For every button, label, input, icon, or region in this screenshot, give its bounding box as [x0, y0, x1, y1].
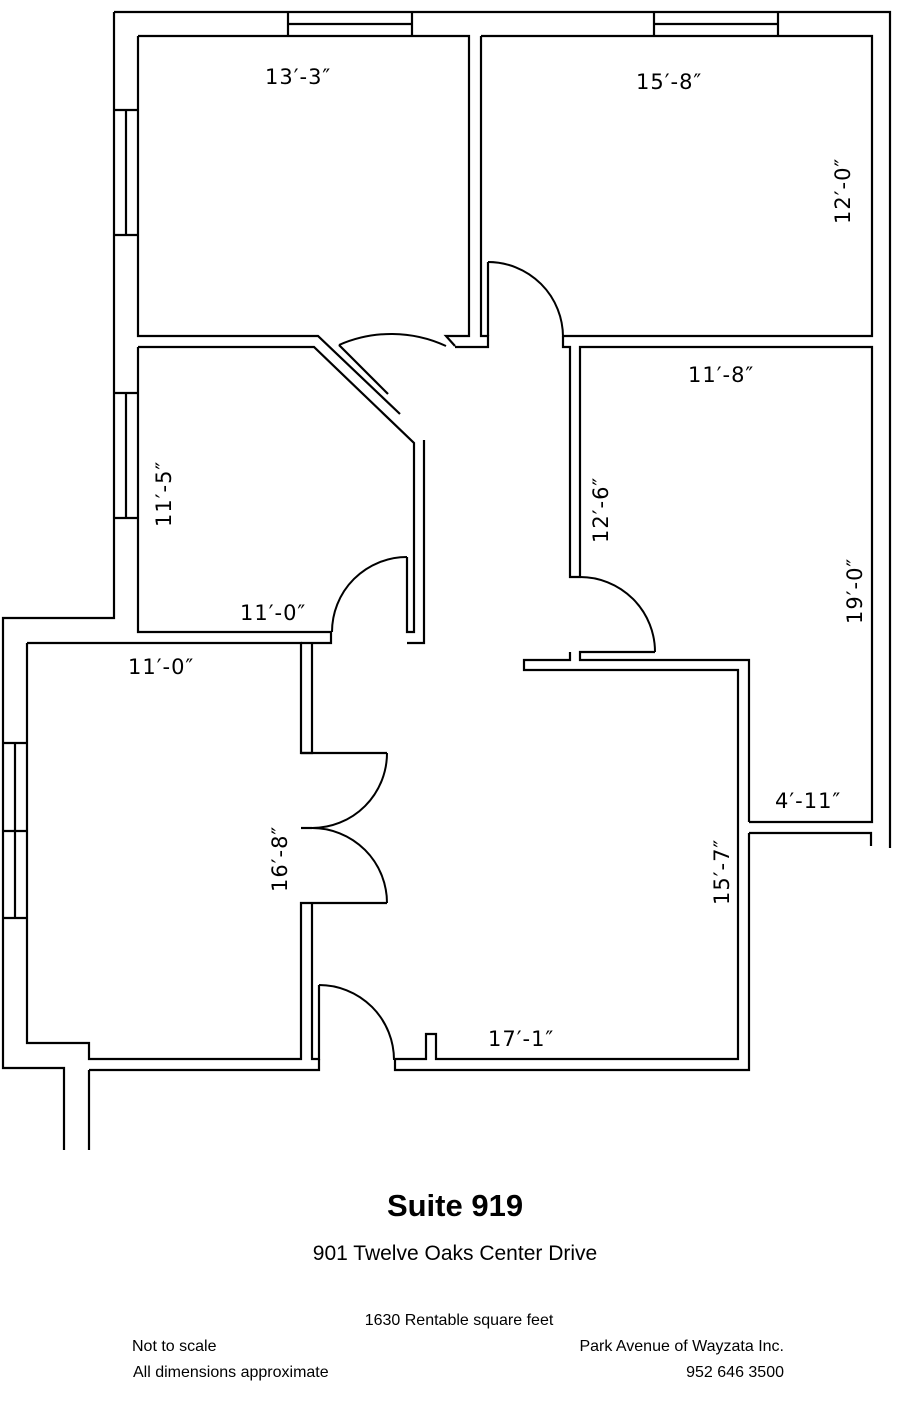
suite-title: Suite 919 — [386, 1188, 524, 1223]
company-name: Park Avenue of Wayzata Inc. — [579, 1338, 784, 1355]
note-dimensions-approximate: All dimensions approximate — [133, 1364, 329, 1381]
room-office-top-right: 15′-8″ 12′-0″ — [455, 34, 874, 349]
dim-mid-left-width: 11′-0″ — [240, 601, 306, 625]
dim-top-right-depth: 12′-0″ — [831, 158, 855, 224]
address: 901 Twelve Oaks Center Drive — [312, 1242, 598, 1265]
room-office-bottom-left: 11′-0″ 16′-8″ — [25, 641, 395, 1150]
exterior-walls — [1, 10, 892, 1150]
room-office-top-left: 13′-3″ — [136, 34, 471, 415]
note-not-to-scale: Not to scale — [132, 1338, 217, 1355]
dim-reception-width: 17′-1″ — [488, 1027, 554, 1051]
room-office-right: 11′-8″ 12′-6″ 19′-0″ 15′-7″ 17′-1″ 4′-11… — [393, 336, 874, 1072]
rentable-area: 1630 Rentable square feet — [364, 1312, 554, 1329]
dim-top-left-width: 13′-3″ — [265, 65, 331, 89]
dim-bottom-left-width: 11′-0″ — [128, 655, 194, 679]
company-phone: 952 646 3500 — [686, 1364, 784, 1381]
dim-hall-right-depth: 12′-6″ — [589, 477, 613, 543]
room-office-mid-left: 11′-5″ 11′-0″ — [136, 345, 426, 645]
dim-mid-left-depth: 11′-5″ — [152, 461, 176, 527]
dim-bottom-left-depth: 16′-8″ — [268, 826, 292, 892]
dim-right-depth: 19′-0″ — [843, 558, 867, 624]
dim-top-right-width: 15′-8″ — [636, 70, 702, 94]
dim-reception-depth: 15′-7″ — [710, 839, 734, 905]
floor-plan: 13′-3″ 15′-8″ 12′-0″ 11′-5″ 11′-0″ 11′-8… — [1, 10, 892, 1150]
dim-right-width: 11′-8″ — [688, 363, 754, 387]
dim-closet-width: 4′-11″ — [775, 789, 841, 813]
